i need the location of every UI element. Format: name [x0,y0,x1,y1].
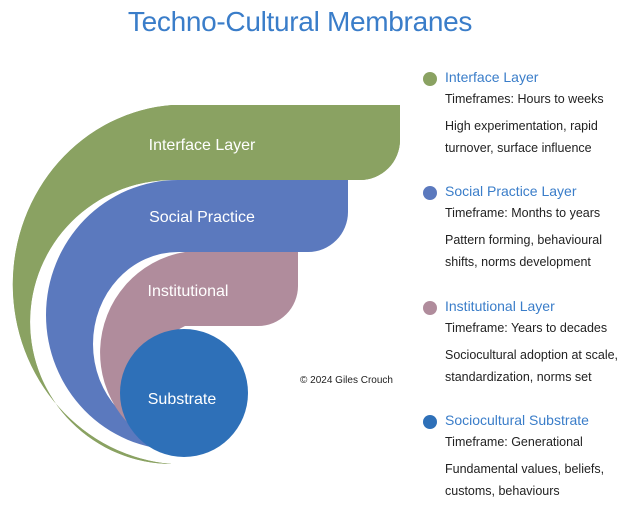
institutional-label: Institutional [148,283,229,300]
legend-dot-icon [423,301,437,315]
institutional-layer-shape [100,252,298,452]
legend-timeframe: Timeframe: Months to years [445,206,601,220]
legend-title: Sociocultural Substrate [445,412,589,428]
diagram-title: Techno-Cultural Membranes [127,6,473,37]
legend-description: Pattern forming, behavioural shifts, nor… [445,233,603,269]
legend-item-interface: Interface Layer Timeframes: Hours to wee… [423,69,623,159]
interface-layer-label: Interface Layer [149,137,256,154]
legend-description: Fundamental values, beliefs, customs, be… [445,462,605,498]
social-practice-label: Social Practice [149,209,255,226]
legend-item-substrate: Sociocultural Substrate Timeframe: Gener… [423,412,623,502]
legend-timeframe: Timeframes: Hours to weeks [445,92,604,106]
social-practice-layer-shape [46,180,348,450]
copyright-text: © 2024 Giles Crouch [300,375,393,386]
substrate-label: Substrate [148,391,217,408]
legend-title: Interface Layer [445,69,539,85]
legend-dot-icon [423,186,437,200]
substrate-circle [120,329,248,457]
legend-title: Social Practice Layer [445,183,577,199]
legend-title: Institutional Layer [445,298,555,314]
legend-timeframe: Timeframe: Generational [445,435,583,449]
legend-item-institutional: Institutional Layer Timeframe: Years to … [423,298,623,388]
legend-dot-icon [423,72,437,86]
legend-description: High experimentation, rapid turnover, su… [445,119,598,155]
membrane-diagram: Interface Layer Social Practice Institut… [12,105,400,464]
legend-timeframe: Timeframe: Years to decades [445,321,608,335]
legend-description: Sociocultural adoption at scale, standar… [445,348,619,384]
interface-layer-body [12,105,400,464]
legend-item-social-practice: Social Practice Layer Timeframe: Months … [423,183,623,273]
legend-dot-icon [423,415,437,429]
